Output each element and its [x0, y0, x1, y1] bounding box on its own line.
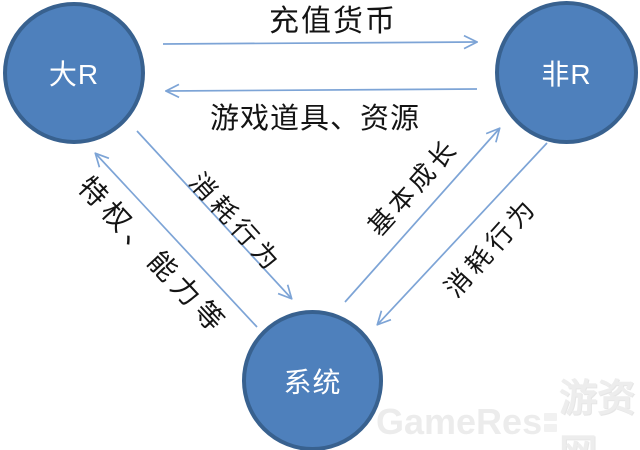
edge-label-game-items-resources: 游戏道具、资源: [209, 103, 421, 135]
watermark: GameRes 游资网: [376, 378, 640, 450]
edge-label-recharge-currency: 充值货币: [269, 5, 397, 38]
watermark-small-text: [544, 412, 558, 432]
edge-recharge-currency-line: [162, 42, 476, 44]
edge-basic-growth-line: [344, 129, 499, 303]
watermark-latin-text: GameRes: [376, 401, 543, 442]
node-big-r: 大R: [3, 2, 145, 144]
edge-consume-behavior-right-line: [378, 142, 548, 324]
watermark-cn-text: 游资网: [559, 378, 636, 450]
node-system: 系统: [242, 310, 383, 450]
edge-privileges-abilities-line: [96, 154, 258, 328]
node-non-r-label: 非R: [541, 58, 592, 90]
edge-game-items-resources-line: [167, 89, 478, 91]
node-big-r-label: 大R: [48, 59, 100, 90]
edge-consume-behavior-left-line: [136, 130, 291, 298]
node-system-label: 系统: [283, 366, 342, 398]
node-non-r: 非R: [495, 1, 638, 144]
